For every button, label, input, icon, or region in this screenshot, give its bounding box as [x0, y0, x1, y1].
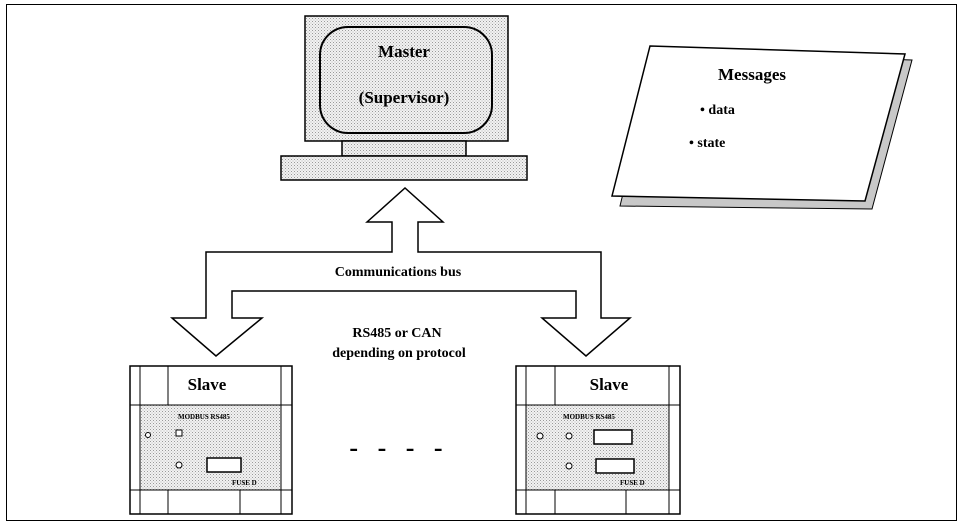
slave-device-right: Slave MODBUS RS485 FUSE D	[515, 365, 681, 515]
slave-right-panel	[525, 404, 670, 491]
master-computer: Master (Supervisor)	[280, 15, 528, 181]
slave-right-connector	[593, 429, 633, 445]
bus-label: Communications bus	[335, 265, 462, 280]
slave-left-panel-label: MODBUS RS485	[178, 413, 230, 421]
slave-right-led	[565, 432, 573, 440]
bus-protocol-line2: depending on protocol	[332, 346, 466, 361]
slave-left-connector	[206, 457, 242, 473]
slave-right-led	[536, 432, 544, 440]
bus-protocol-line1: RS485 or CAN	[352, 326, 441, 341]
slave-left-led	[145, 432, 151, 438]
slave-right-panel-label: MODBUS RS485	[563, 413, 615, 421]
slave-right-title: Slave	[590, 375, 629, 394]
slave-right-led	[565, 462, 573, 470]
master-monitor-neck	[341, 140, 467, 157]
messages-card-face	[611, 45, 906, 202]
communications-bus-arrow	[169, 186, 633, 357]
messages-item-data: • data	[700, 103, 735, 118]
master-screen	[319, 26, 493, 134]
messages-title: Messages	[718, 65, 786, 84]
messages-item-state: • state	[689, 136, 725, 151]
messages-card: Messages • data • state	[611, 45, 913, 210]
slave-left-fuse-label: FUSE D	[232, 479, 257, 487]
slave-left-title: Slave	[188, 375, 227, 394]
slave-left-led	[175, 461, 183, 469]
more-slaves-ellipsis: - - - -	[349, 433, 442, 462]
diagram-frame	[6, 4, 957, 521]
slave-right-fuse-label: FUSE D	[620, 479, 645, 487]
master-subtitle: (Supervisor)	[359, 88, 450, 107]
slave-right-connector	[595, 458, 635, 474]
master-keyboard	[280, 155, 528, 181]
slave-left-led	[175, 429, 183, 437]
slave-left-panel	[139, 404, 282, 491]
master-title: Master	[378, 42, 430, 61]
slave-device-left: Slave MODBUS RS485 FUSE D	[129, 365, 293, 515]
